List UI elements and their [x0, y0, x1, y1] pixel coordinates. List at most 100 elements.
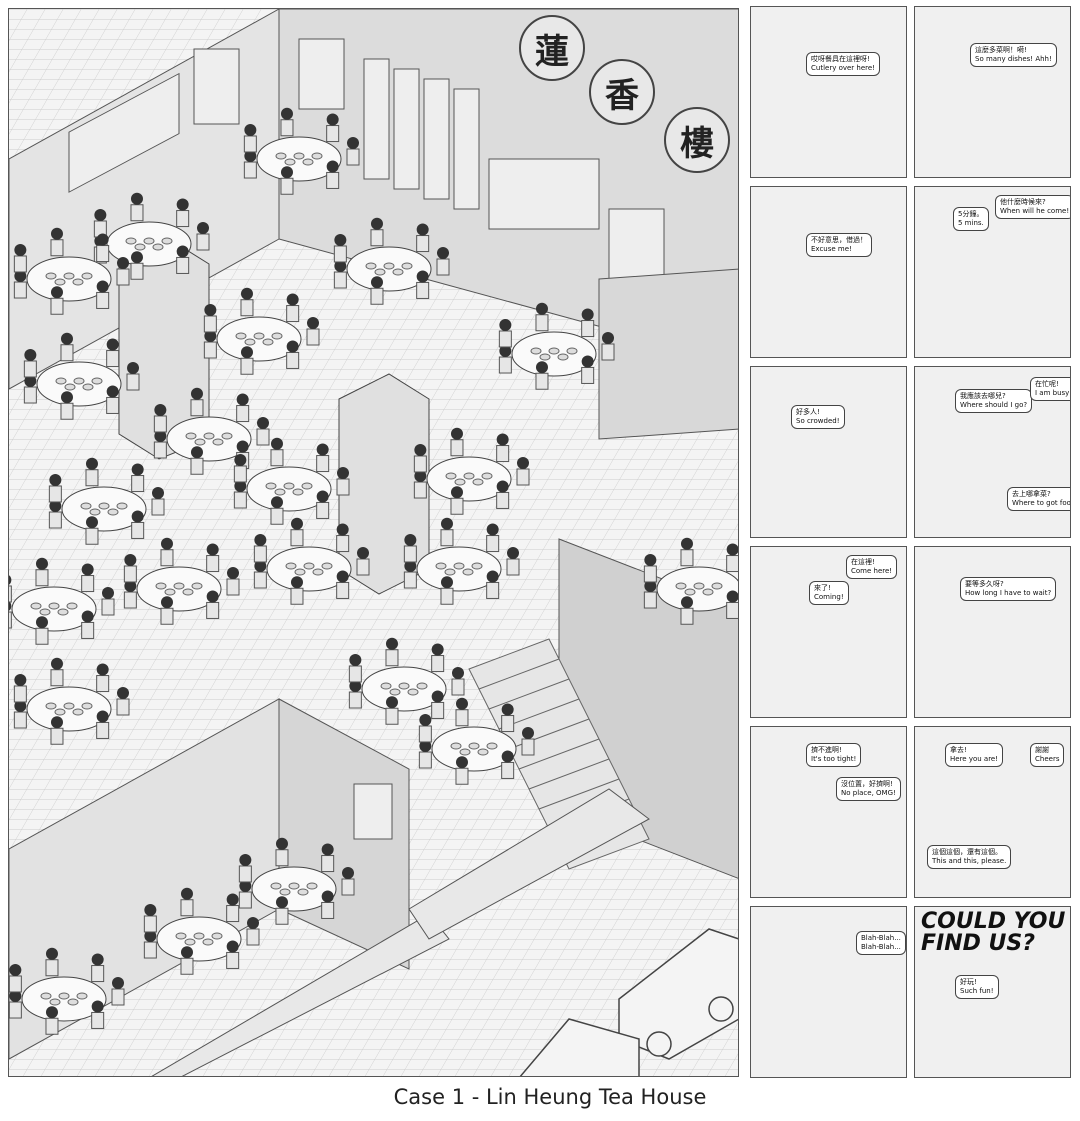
- comic-panel-4: 5分鐘。5 mins. 他什麼時候來?When will he come!: [914, 186, 1071, 358]
- diner-body: [238, 865, 252, 883]
- diner-head: [197, 222, 209, 234]
- diner-body: [190, 457, 204, 475]
- diner-head: [499, 345, 512, 358]
- diner-body: [233, 465, 247, 483]
- diner-head: [680, 596, 693, 609]
- diner-body: [680, 607, 694, 625]
- diner-head: [370, 217, 383, 230]
- comic-panel-11: Blah-Blah...Blah-Blah...: [750, 906, 907, 1078]
- dim-sum-basket: [283, 482, 295, 490]
- diner-head: [112, 977, 124, 989]
- dim-sum-basket: [312, 568, 324, 576]
- dim-sum-basket: [297, 888, 309, 896]
- dim-sum-basket: [481, 472, 493, 480]
- diner-body: [96, 245, 110, 263]
- diner-head: [227, 567, 239, 579]
- dim-sum-basket: [302, 158, 314, 166]
- diner-head: [414, 443, 427, 456]
- dim-sum-basket: [191, 582, 203, 590]
- diner-body: [418, 725, 432, 743]
- diner-body: [13, 685, 27, 703]
- diner-head: [154, 430, 167, 443]
- diner-head: [204, 303, 217, 316]
- diner-body: [535, 314, 549, 332]
- dim-sum-basket: [185, 432, 197, 440]
- diner-head: [316, 490, 329, 503]
- diner-head: [239, 880, 252, 893]
- diner-body: [9, 585, 12, 603]
- dim-sum-basket: [311, 152, 323, 160]
- diner-head: [176, 245, 189, 258]
- dim-sum-basket: [468, 742, 480, 750]
- diner-head: [680, 537, 693, 550]
- speech-bubble: 在這裡!Come here!: [846, 555, 898, 579]
- diner-body: [9, 611, 12, 629]
- diner-head: [275, 896, 288, 909]
- dim-sum-basket: [54, 708, 66, 716]
- diner-head: [270, 437, 283, 450]
- dim-sum-basket: [566, 347, 578, 355]
- diner-body: [85, 469, 99, 487]
- diner-body: [240, 299, 254, 317]
- diner-head: [190, 387, 203, 400]
- diner-body: [341, 878, 355, 896]
- diner-body: [160, 549, 174, 567]
- diner-body: [151, 498, 165, 516]
- diner-body: [416, 235, 430, 253]
- diner-body: [321, 855, 335, 873]
- could-you-find-us-title: COULD YOU FIND US?: [921, 909, 1066, 956]
- dim-sum-basket: [155, 582, 167, 590]
- diner-body: [275, 907, 289, 925]
- dim-sum-basket: [72, 708, 84, 716]
- diner-head: [581, 355, 594, 368]
- diner-head: [644, 580, 657, 593]
- diner-body: [35, 569, 49, 587]
- diner-head: [342, 867, 354, 879]
- diner-body: [153, 415, 167, 433]
- dim-sum-basket: [444, 568, 456, 576]
- dim-sum-basket: [45, 702, 57, 710]
- diner-head: [9, 601, 12, 611]
- diner-head: [290, 517, 303, 530]
- diner-body: [9, 1001, 22, 1019]
- diner-head: [91, 953, 104, 966]
- dim-sum-basket: [548, 347, 560, 355]
- comic-panel-6: 我應該去哪兒?Where should I go? 在忙呢!I am busy!…: [914, 366, 1071, 538]
- dim-sum-basket: [383, 262, 395, 270]
- speech-bubble: 他什麼時候來?When will he come!: [995, 195, 1070, 219]
- diner-body: [143, 941, 157, 959]
- speech-bubble: 拿去!Here you are!: [945, 743, 1004, 767]
- dim-sum-basket: [303, 562, 315, 570]
- round-tables: [9, 107, 738, 1035]
- comic-panel-3: 不好意思，借過！Excuse me!: [750, 186, 907, 358]
- speech-bubble: 來了!Coming!: [809, 581, 849, 605]
- diner-body: [160, 607, 174, 625]
- diner-head: [416, 223, 429, 236]
- diner-body: [356, 558, 370, 576]
- diner-body: [506, 558, 520, 576]
- diner-body: [60, 402, 74, 420]
- dim-sum-basket: [416, 682, 428, 690]
- diner-head: [404, 560, 417, 573]
- diner-body: [176, 256, 190, 274]
- diner-body: [45, 1017, 59, 1035]
- diner-body: [126, 373, 140, 391]
- speech-bubble: Blah-Blah...Blah-Blah...: [856, 931, 906, 955]
- diner-body: [643, 565, 657, 583]
- dim-sum-basket: [76, 992, 88, 1000]
- sign-char-1: 蓮: [519, 15, 585, 81]
- diner-body: [440, 529, 454, 547]
- speech-bubble: 好多人!So crowded!: [791, 405, 845, 429]
- diner-head: [307, 317, 319, 329]
- comic-panel-9: 擠不進啊!It's too tight! 沒位置，好擠啊!No place, O…: [750, 726, 907, 898]
- dim-sum-basket: [557, 353, 569, 361]
- diner-body: [13, 255, 27, 273]
- dim-sum-basket: [55, 377, 67, 385]
- dim-sum-basket: [285, 562, 297, 570]
- dim-sum-basket: [684, 588, 696, 596]
- diner-body: [450, 497, 464, 515]
- diner-head: [254, 533, 267, 546]
- dim-sum-basket: [306, 882, 318, 890]
- diner-head: [180, 946, 193, 959]
- dim-sum-basket: [675, 582, 687, 590]
